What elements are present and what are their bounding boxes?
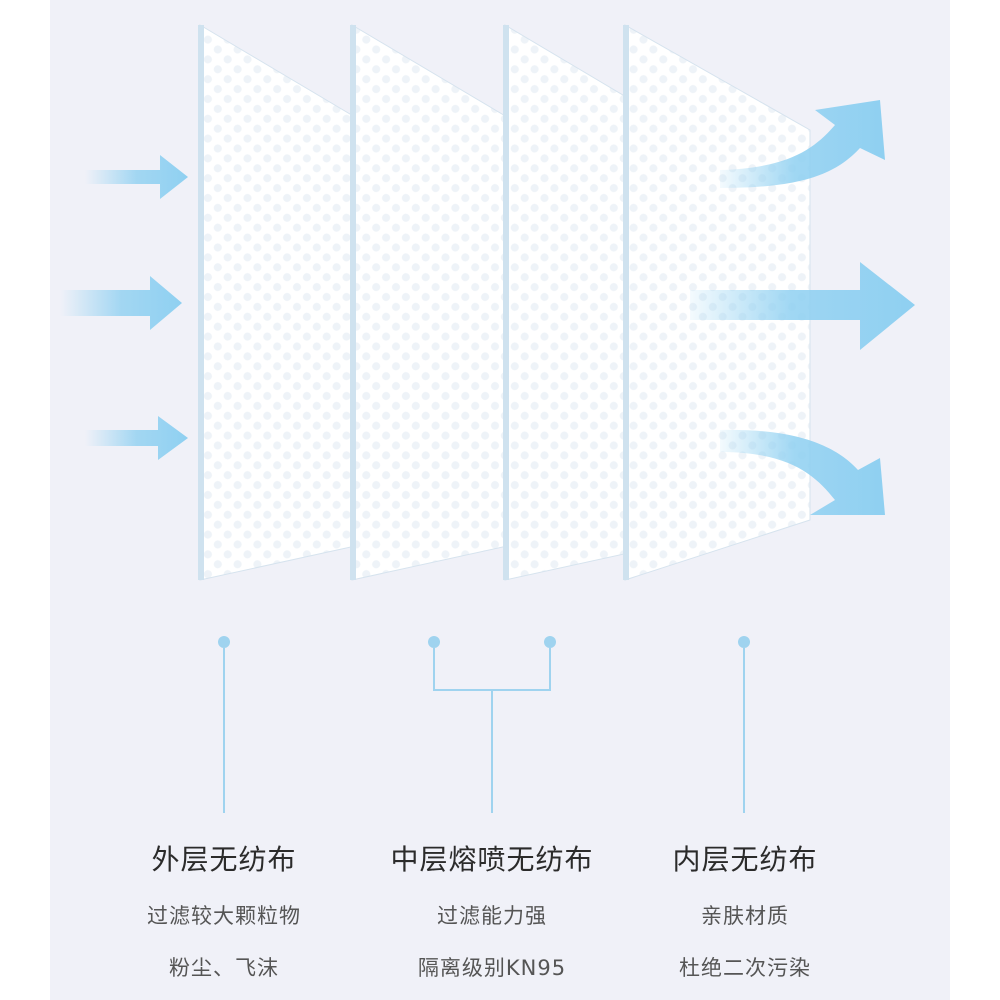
incoming-arrow-middle	[60, 276, 182, 330]
connector-dot-middle-left	[428, 636, 440, 648]
outgoing-arrow-top	[720, 100, 885, 188]
connector-dot-outer	[218, 636, 230, 648]
connector-line-inner	[743, 648, 745, 813]
outer-layer-desc-1: 过滤较大颗粒物	[147, 904, 301, 928]
middle-layer-desc-2: 隔离级别KN95	[417, 956, 567, 980]
outer-layer-desc-2: 粉尘、飞沫	[169, 956, 279, 980]
connector-line-middle	[491, 690, 493, 813]
middle-layer-desc-1: 过滤能力强	[437, 904, 547, 928]
connector-dot-inner	[738, 636, 750, 648]
inner-layer-title: 内层无纺布	[672, 843, 818, 876]
outgoing-arrows	[690, 100, 915, 515]
outgoing-arrow-middle	[690, 262, 915, 350]
outer-layer-label: 外层无纺布 过滤较大颗粒物 粉尘、飞沫	[104, 838, 344, 982]
fabric-layer-2	[350, 24, 513, 581]
inner-layer-label: 内层无纺布 亲肤材质 杜绝二次污染	[625, 838, 865, 982]
inner-layer-desc-1: 亲肤材质	[701, 904, 789, 928]
incoming-arrows	[60, 155, 188, 460]
connector-dot-middle-right	[544, 636, 556, 648]
incoming-arrow-top	[85, 155, 188, 199]
connector-line-middle-left	[433, 648, 435, 690]
middle-layer-title: 中层熔喷无纺布	[390, 843, 594, 876]
filter-layers-illustration	[60, 24, 915, 581]
incoming-arrow-bottom	[85, 416, 188, 460]
fabric-layer-1	[198, 24, 361, 581]
middle-layer-label: 中层熔喷无纺布 过滤能力强 隔离级别KN95	[372, 838, 612, 982]
outer-layer-title: 外层无纺布	[151, 843, 297, 876]
outgoing-arrow-bottom	[720, 429, 885, 515]
connector-line-middle-right	[549, 648, 551, 690]
connector-line-outer	[223, 648, 225, 813]
inner-layer-desc-2: 杜绝二次污染	[679, 956, 811, 980]
